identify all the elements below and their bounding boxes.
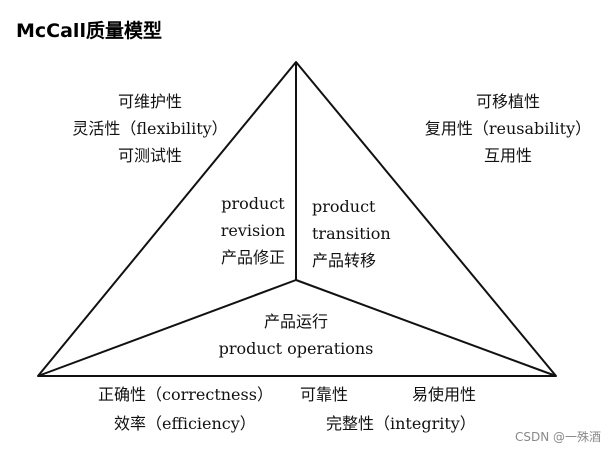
face-product-transition: product transition 产品转移 bbox=[312, 193, 422, 274]
face-transition-line3: 产品转移 bbox=[312, 251, 377, 270]
edge-center-right bbox=[295, 279, 557, 377]
outer-triangle bbox=[37, 61, 557, 377]
transition-quality-list: 可移植性 复用性（reusability） 互用性 bbox=[418, 88, 598, 169]
quality-testability: 可测试性 bbox=[117, 146, 182, 165]
face-revision-line3: 产品修正 bbox=[220, 248, 285, 267]
face-product-revision: product revision 产品修正 bbox=[212, 190, 294, 271]
face-product-operations: 产品运行 product operations bbox=[206, 308, 386, 362]
quality-interoperability: 互用性 bbox=[483, 146, 532, 165]
quality-portability: 可移植性 bbox=[475, 92, 540, 111]
quality-usability: 易使用性 bbox=[412, 385, 477, 404]
face-transition-line1: product bbox=[312, 197, 376, 216]
quality-efficiency: 效率（efficiency） bbox=[114, 414, 256, 433]
revision-quality-list: 可维护性 灵活性（flexibility） 可测试性 bbox=[70, 88, 230, 169]
quality-correctness: 正确性（correctness） bbox=[98, 385, 273, 404]
quality-flexibility: 灵活性（flexibility） bbox=[72, 119, 228, 138]
face-revision-line1: product bbox=[221, 194, 285, 213]
quality-integrity: 完整性（integrity） bbox=[326, 414, 476, 433]
watermark-text: CSDN @一殊酒 bbox=[514, 430, 601, 444]
quality-maintainability: 可维护性 bbox=[117, 92, 182, 111]
diagram-title: McCall质量模型 bbox=[16, 20, 162, 42]
face-transition-line2: transition bbox=[312, 224, 391, 243]
face-operations-line2: product operations bbox=[218, 339, 374, 358]
edge-center-left bbox=[37, 279, 297, 377]
face-revision-line2: revision bbox=[220, 221, 286, 240]
quality-reusability: 复用性（reusability） bbox=[424, 119, 592, 138]
quality-reliability: 可靠性 bbox=[300, 385, 349, 404]
face-operations-line1: 产品运行 bbox=[263, 312, 328, 331]
